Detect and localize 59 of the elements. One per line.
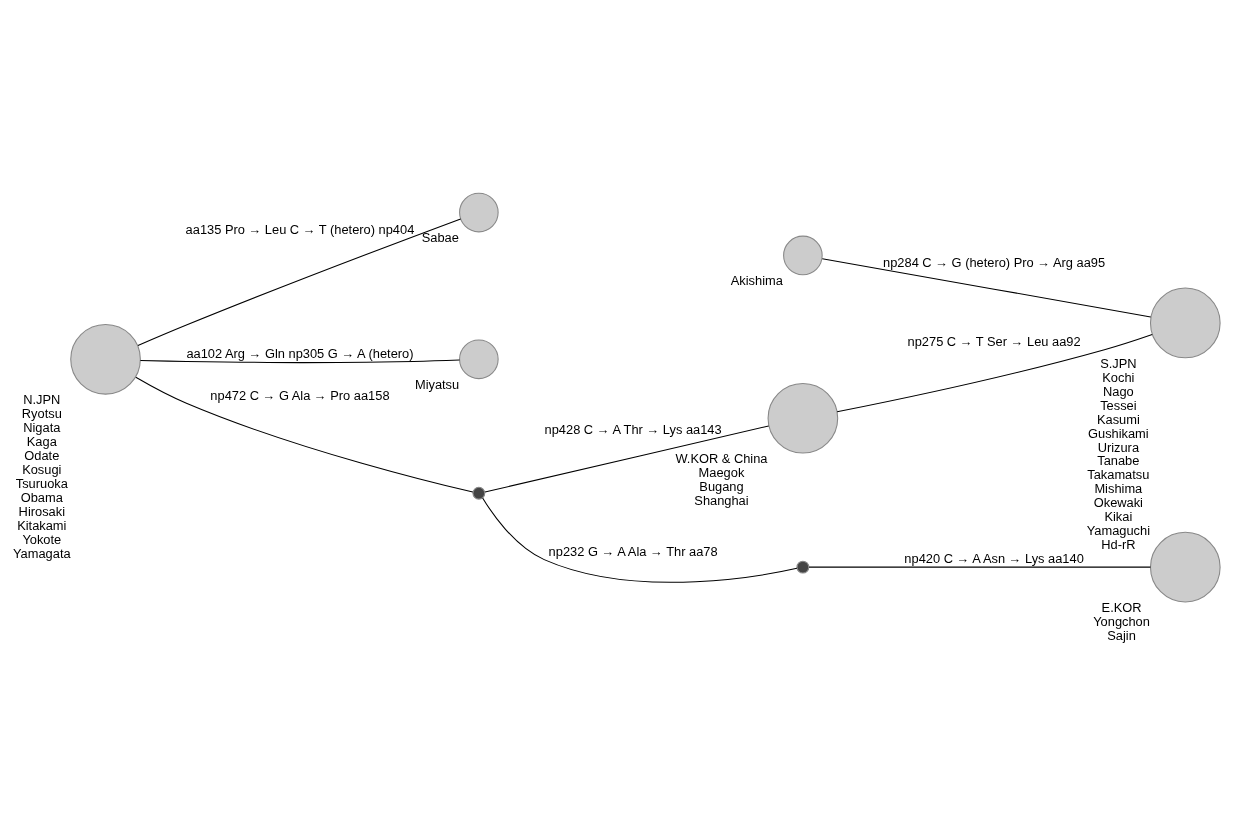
- node-label: Bugang: [699, 479, 744, 495]
- node-label: Urizura: [1097, 439, 1140, 455]
- node-label: Yamagata: [13, 545, 71, 561]
- edge-label: np428 C → A Thr → Lys aa143: [544, 421, 722, 437]
- node-label: Kikai: [1104, 509, 1133, 525]
- node-label: W.KOR & China: [675, 451, 768, 467]
- connector: [484, 425, 770, 493]
- node-circle: [1149, 287, 1221, 359]
- node-label: Kochi: [1102, 369, 1135, 385]
- node-label: Obama: [20, 489, 63, 505]
- node-label: Kaga: [26, 434, 57, 450]
- edge-label: np275 C → T Ser → Leu aa92: [907, 334, 1081, 350]
- connector: [836, 333, 1153, 413]
- node-label: Sajin: [1107, 628, 1136, 644]
- node-label: Sabae: [421, 230, 459, 246]
- edge-label: np284 C → G (hetero) Pro → Arg aa95: [883, 254, 1106, 270]
- node-label: Yokote: [22, 531, 62, 547]
- node-circle: [796, 560, 810, 574]
- node-label: Kasumi: [1096, 411, 1140, 427]
- edge-label: aa135 Pro → Leu C → T (hetero) np404: [185, 221, 415, 237]
- edge-label: np420 C → A Asn → Lys aa140: [904, 551, 1084, 567]
- node-circle: [459, 192, 499, 233]
- node-label: E.KOR: [1101, 600, 1142, 616]
- node-label: Okewaki: [1093, 495, 1143, 511]
- edge-label: np232 G → A Ala → Thr aa78: [548, 543, 718, 559]
- node-label: Hirosaki: [18, 503, 66, 519]
- node-label: Akishima: [730, 272, 783, 288]
- node-circle: [70, 323, 141, 395]
- connector: [482, 497, 798, 583]
- connector: [821, 258, 1152, 318]
- connector: [808, 566, 1151, 568]
- node-circle: [783, 235, 823, 276]
- node-label: N.JPN: [23, 392, 61, 408]
- node-label: Maegok: [698, 465, 745, 481]
- node-circle: [472, 486, 486, 500]
- node-label: Hd-rR: [1101, 537, 1136, 553]
- edge-label: aa102 Arg → Gln np305 G → A (hetero): [186, 345, 414, 361]
- node-label: Nigata: [23, 420, 61, 436]
- node-label: Mishima: [1094, 481, 1143, 497]
- node-label: Ryotsu: [21, 406, 62, 422]
- node-label: Kosugi: [22, 462, 62, 478]
- node-circle: [459, 339, 499, 380]
- node-label: Takamatsu: [1087, 467, 1150, 483]
- node-label: Kitakami: [17, 517, 67, 533]
- node-label: Odate: [24, 448, 60, 464]
- node-label: Tanabe: [1097, 453, 1140, 469]
- node-label: S.JPN: [1100, 355, 1137, 371]
- connector: [137, 218, 462, 347]
- edge-label: np472 C → G Ala → Pro aa158: [210, 387, 390, 403]
- connector: [135, 376, 474, 493]
- node-circle: [1149, 531, 1221, 603]
- node-label: Gushikami: [1088, 425, 1149, 441]
- node-label: Yongchon: [1093, 614, 1150, 630]
- node-circle: [767, 382, 839, 454]
- node-label: Miyatsu: [414, 376, 460, 392]
- node-label: Shanghai: [694, 493, 749, 509]
- connector: [139, 359, 461, 364]
- node-label: Nago: [1102, 383, 1134, 399]
- node-label: Yamaguchi: [1086, 523, 1150, 539]
